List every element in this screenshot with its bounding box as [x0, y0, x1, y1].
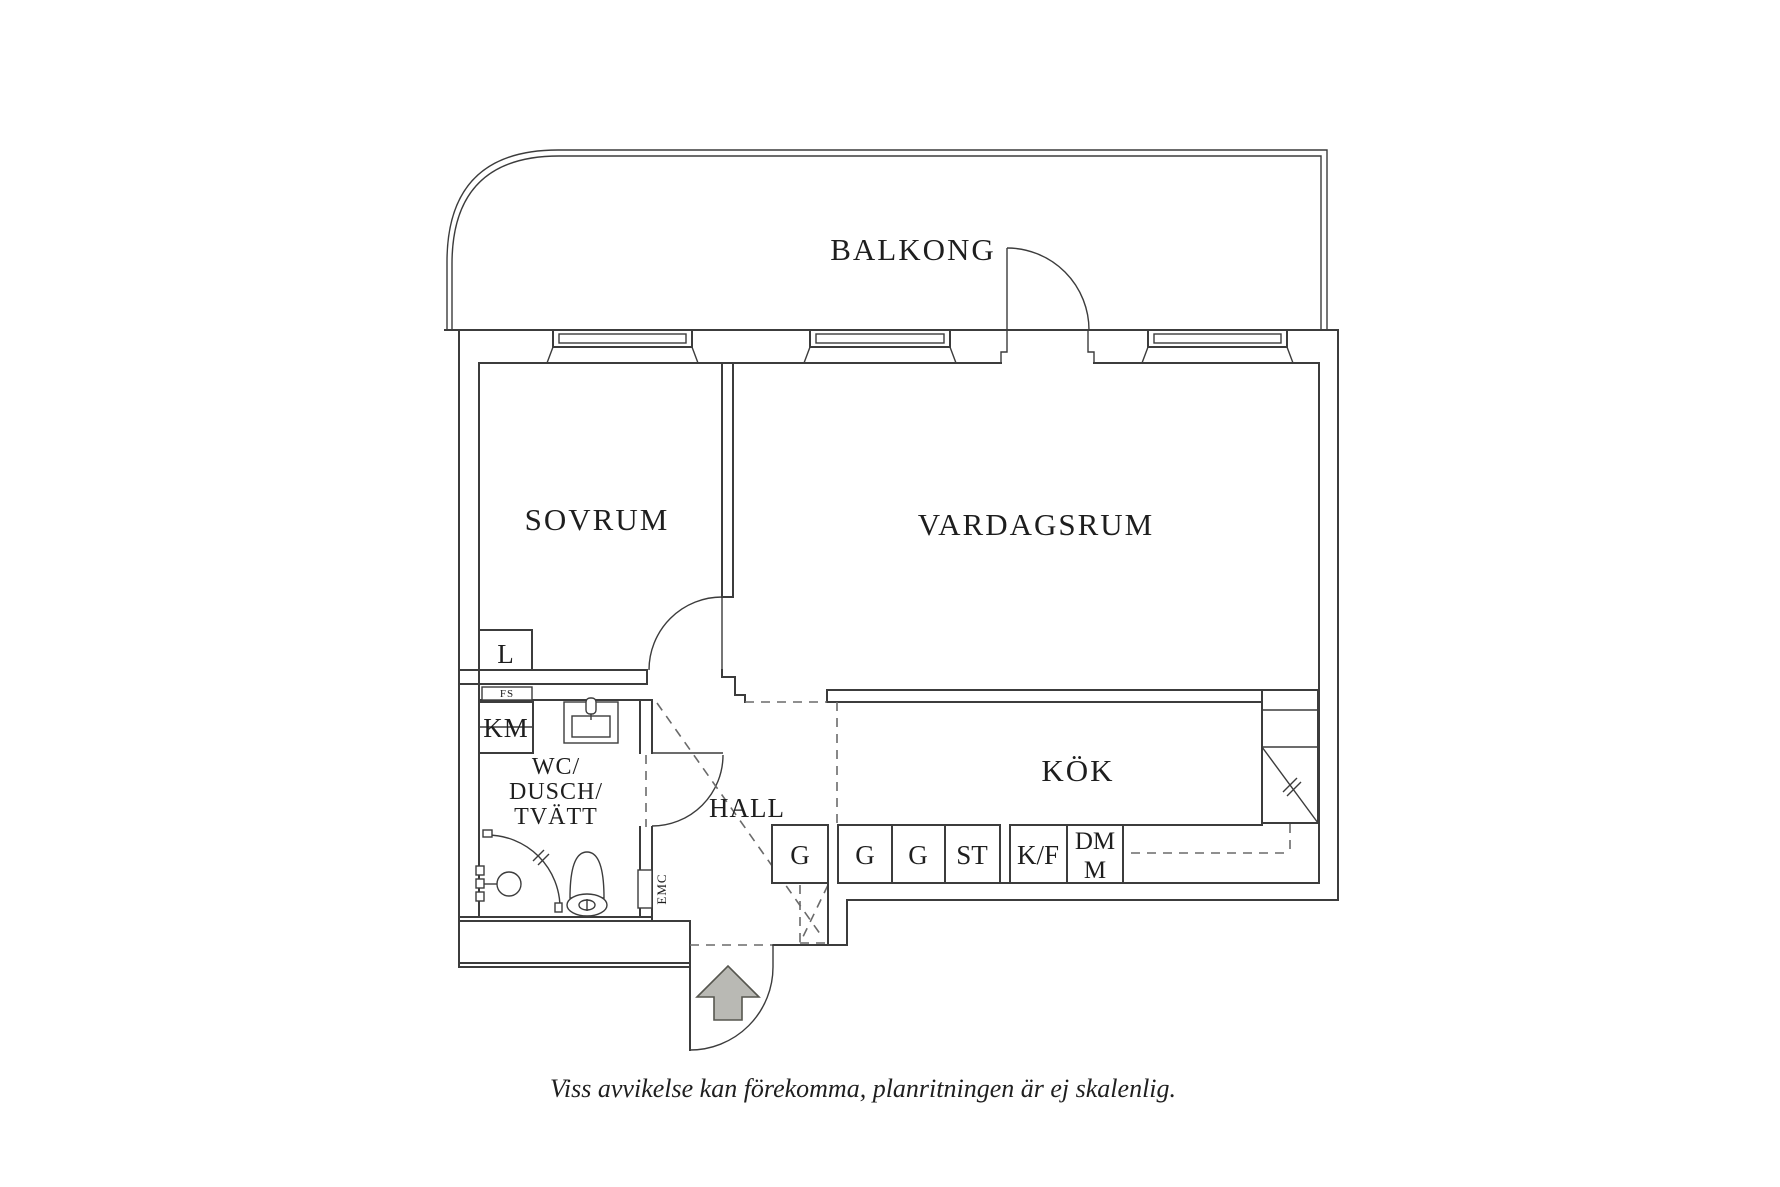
window-living-left — [803, 329, 957, 364]
cabinet-label-g2: G — [855, 840, 875, 870]
bottom-wall-right — [837, 882, 1339, 901]
bedroom-closet — [478, 629, 533, 671]
entry-door-arc — [689, 966, 774, 1051]
kitchen-living-divider — [826, 689, 1319, 703]
bathroom-label-line2: DUSCH/ — [509, 779, 603, 805]
hall-wardrobe-box — [799, 884, 829, 944]
balcony-door-jambs — [1000, 330, 1095, 363]
balcony-inner-wall — [451, 155, 1322, 330]
toilet — [566, 851, 608, 917]
window-bedroom — [546, 329, 699, 364]
hall-cabinet-label: G — [790, 840, 810, 870]
washing-machine — [478, 701, 534, 754]
cabinet-g3 — [891, 824, 946, 884]
sink — [563, 697, 619, 744]
cabinet-label-st: ST — [956, 840, 988, 870]
window-living-right — [1141, 329, 1294, 364]
bedroom-south-wall — [458, 669, 648, 685]
cabinet-g2 — [837, 824, 893, 884]
entry-arrow-icon — [695, 964, 761, 1021]
fuse-box — [481, 686, 533, 701]
cabinet-label-kf: K/F — [1017, 840, 1059, 870]
bottom-wall-left — [458, 916, 691, 968]
kitchen-label: KÖK — [1041, 753, 1114, 788]
entry-nook-walls — [689, 899, 848, 1051]
dashed-lines — [645, 701, 1291, 946]
hall-cabinet — [771, 824, 829, 884]
shower-curtain-arc — [486, 834, 561, 909]
shower-head — [496, 871, 522, 897]
bedroom-living-wall — [721, 362, 734, 598]
balcony-label: BALKONG — [830, 232, 996, 267]
fuse-box-label: FS — [500, 688, 514, 700]
closet-label: L — [497, 639, 515, 669]
bathroom-label-line1: WC/ — [532, 754, 580, 780]
balcony-door-arc — [1006, 247, 1090, 331]
balcony-outer-wall — [446, 149, 1328, 330]
disclaimer-text: Viss avvikelse kan förekomma, planritnin… — [550, 1074, 1176, 1103]
cabinet-label-g3: G — [908, 840, 928, 870]
bathroom-door-arc — [651, 754, 724, 827]
dishwasher-label-bottom: M — [1084, 857, 1106, 884]
bedroom-door-arc — [648, 596, 723, 671]
bathroom-east-wall — [639, 699, 653, 918]
cabinet-kf — [1009, 824, 1068, 884]
windows — [546, 247, 1294, 364]
shaft-break-tick — [1282, 777, 1302, 797]
living-room-label: VARDAGSRUM — [918, 507, 1155, 542]
dishwasher-label-top: DM — [1075, 828, 1115, 855]
bedroom-label: SOVRUM — [525, 502, 670, 537]
cabinet-dm — [1066, 824, 1124, 884]
washing-machine-label: KM — [483, 713, 529, 743]
interior-walls — [458, 362, 1319, 918]
electrical-cabinet-label: EMC — [654, 873, 669, 904]
hall-label: HALL — [709, 793, 785, 823]
kitchen-cabinets — [771, 824, 1263, 884]
balcony-door — [1000, 247, 1095, 363]
shower — [475, 829, 563, 913]
bathroom-fixtures — [475, 697, 653, 917]
bathroom-label-line3: TVÄTT — [514, 804, 598, 830]
cabinet-st — [944, 824, 1001, 884]
hall-corner-step — [721, 669, 746, 703]
electrical-cabinet-box — [637, 869, 653, 909]
entry — [689, 945, 774, 1051]
ventilation-shaft — [1261, 689, 1319, 824]
